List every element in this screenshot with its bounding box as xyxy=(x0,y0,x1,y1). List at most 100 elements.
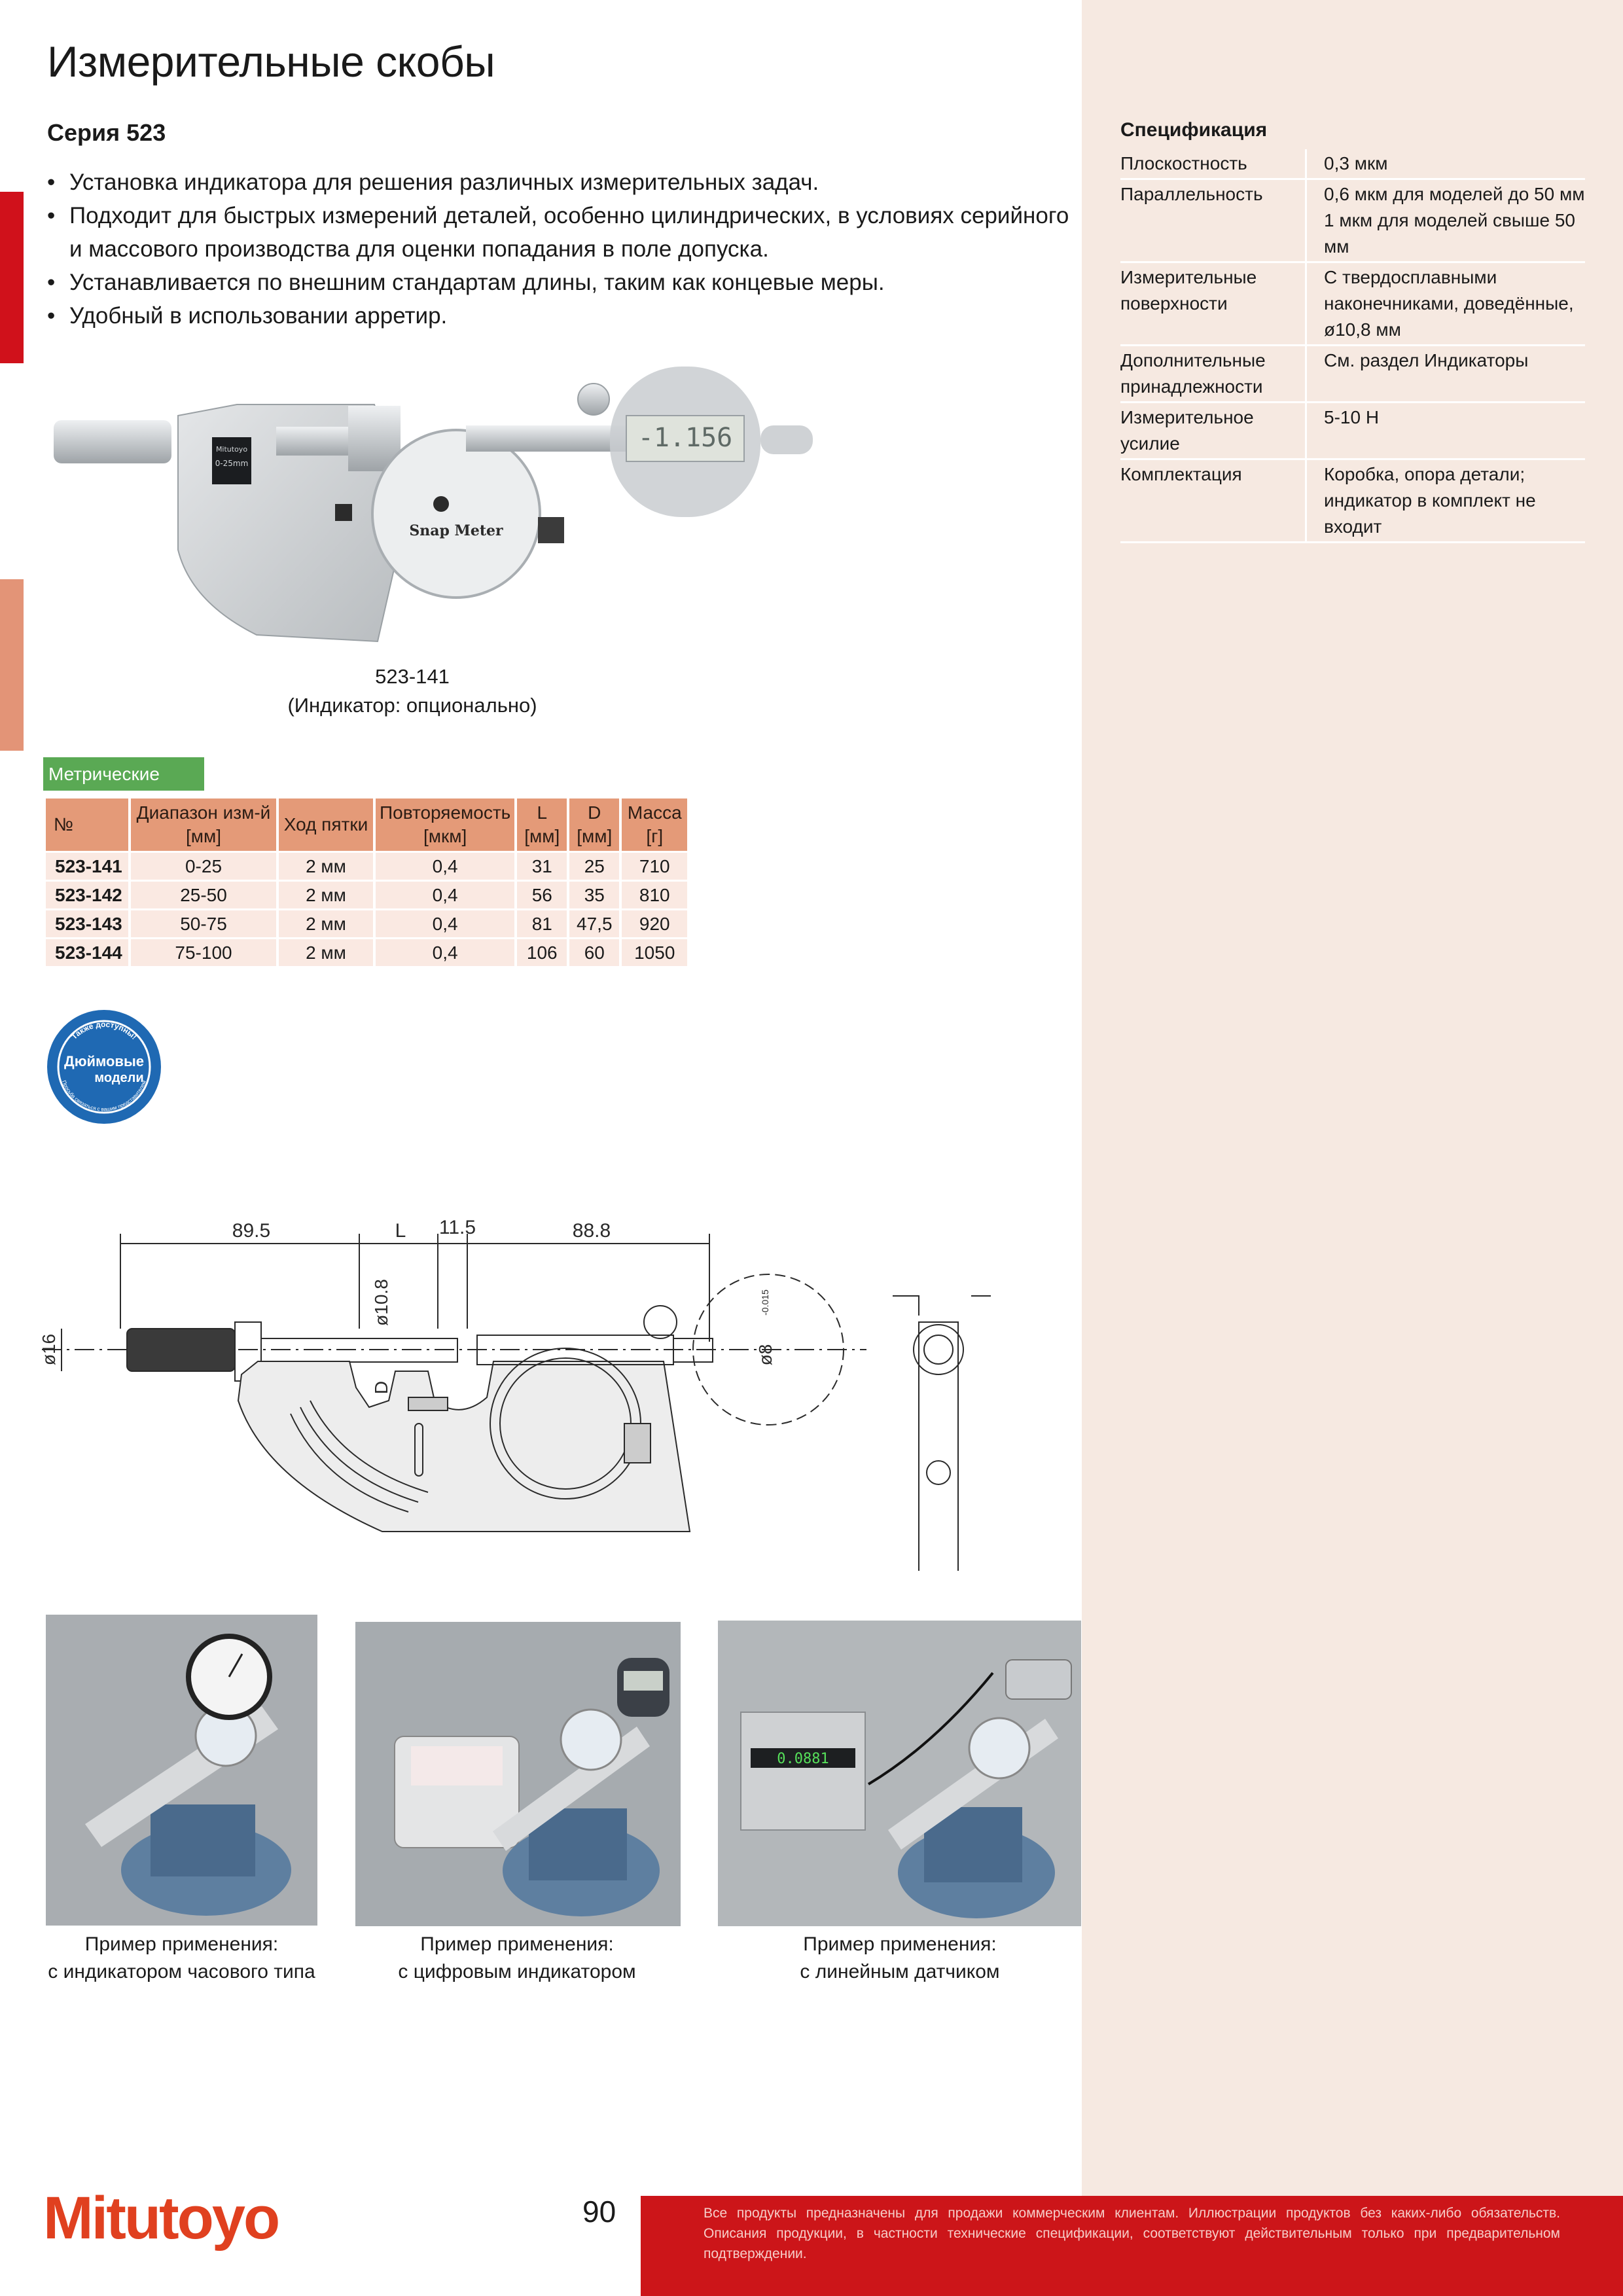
spec-value: 0,3 мкм xyxy=(1324,153,1388,173)
header-repeatability: Повторяемость[мкм] xyxy=(376,798,515,851)
spec-value: Коробка, опора детали; индикатор в компл… xyxy=(1324,464,1536,537)
caption-line: с линейным датчиком xyxy=(800,1961,1000,1982)
metric-tag: Метрические xyxy=(43,757,204,791)
brand-mark-small: Mitutoyo xyxy=(216,445,247,454)
counter-readout: 0.0881 xyxy=(777,1751,829,1767)
table-row: 523-141 0-25 2 мм 0,4 31 25 710 xyxy=(46,853,688,880)
cell-d: 60 xyxy=(569,939,620,966)
dimension-label: ø8 xyxy=(755,1344,776,1366)
dimension-label: L xyxy=(395,1220,406,1242)
badge-line-1: Дюймовые xyxy=(64,1053,144,1069)
spec-key: Дополнительные принадлежности xyxy=(1120,346,1307,401)
cell-l: 81 xyxy=(517,910,567,937)
spec-row-package: Комплектация Коробка, опора детали; инди… xyxy=(1120,460,1585,543)
inch-models-badge: Также доступны! Дюймовые модели Просьба … xyxy=(47,1010,161,1124)
cell-model: 523-142 xyxy=(46,882,128,908)
header-d: D[мм] xyxy=(569,798,620,851)
badge-ring xyxy=(57,1020,151,1114)
indicator-screen-shape xyxy=(626,415,745,462)
header-l: L[мм] xyxy=(517,798,567,851)
header-range: Диапазон изм-й[мм] xyxy=(131,798,276,851)
table-row: 523-142 25-50 2 мм 0,4 56 35 810 xyxy=(46,882,688,908)
caption-line: Пример применения: xyxy=(84,1933,279,1955)
cell-range: 0-25 xyxy=(131,853,276,880)
cell-mass: 810 xyxy=(622,882,688,908)
application-caption-digital: Пример применения: с цифровым индикаторо… xyxy=(366,1931,668,1986)
cable-shape xyxy=(760,425,813,454)
range-display-shape xyxy=(212,437,251,484)
indicator-readout: -1.156 xyxy=(638,423,733,453)
header-mass: Масса[г] xyxy=(622,798,688,851)
spec-value: См. раздел Индикаторы xyxy=(1324,350,1529,370)
feature-item: Подходит для быстрых измерений деталей, … xyxy=(47,199,1081,266)
spec-key: Измерительное усилие xyxy=(1120,403,1307,458)
cell-mass: 920 xyxy=(622,910,688,937)
spec-value: 0,6 мкм для моделей до 50 мм 1 мкм для м… xyxy=(1324,184,1585,257)
spec-key: Комплектация xyxy=(1120,460,1307,541)
spec-row-parallelism: Параллельность 0,6 мкм для моделей до 50… xyxy=(1120,180,1585,263)
table-row: 523-144 75-100 2 мм 0,4 106 60 1050 xyxy=(46,939,688,966)
mitutoyo-logo: Mitutoyo xyxy=(43,2185,280,2251)
clamp-knob-icon xyxy=(335,504,352,521)
product-photo: Mitutoyo 0-25mm Snap Meter -1.156 xyxy=(54,367,813,643)
spec-value: 5-10 Н xyxy=(1324,407,1380,427)
application-caption-linear: Пример применения: с линейным датчиком xyxy=(753,1931,1047,1986)
application-photo-dial xyxy=(46,1615,317,1926)
caption-line: с индикатором часового типа xyxy=(48,1961,315,1982)
application-photo-linear: 0.0881 xyxy=(718,1621,1081,1926)
cell-range: 25-50 xyxy=(131,882,276,908)
cell-l: 56 xyxy=(517,882,567,908)
cell-mass: 710 xyxy=(622,853,688,880)
spec-key: Параллельность xyxy=(1120,180,1307,261)
feature-item: Установка индикатора для решения различн… xyxy=(47,166,1081,199)
cell-stroke: 2 мм xyxy=(279,882,373,908)
adjust-screw-icon xyxy=(538,517,564,543)
dial-shape xyxy=(371,429,541,599)
lift-lever-icon xyxy=(577,383,610,416)
specification-block: Спецификация Плоскостность 0,3 мкм Парал… xyxy=(1120,119,1585,543)
spec-panel-background xyxy=(1082,0,1623,2296)
badge-circle xyxy=(47,1010,161,1124)
dimension-label: D xyxy=(371,1381,391,1394)
cell-d: 25 xyxy=(569,853,620,880)
cell-range: 75-100 xyxy=(131,939,276,966)
thimble-shape xyxy=(54,420,171,463)
product-caption: 523-141 (Индикатор: опционально) xyxy=(249,662,576,720)
cell-model: 523-144 xyxy=(46,939,128,966)
cell-l: 106 xyxy=(517,939,567,966)
application-caption-dial: Пример применения: с индикатором часовог… xyxy=(39,1931,324,1986)
spec-row-force: Измерительное усилие 5-10 Н xyxy=(1120,403,1585,460)
edge-tab-red xyxy=(0,192,24,363)
cell-repeatability: 0,4 xyxy=(376,853,515,880)
cell-mass: 1050 xyxy=(622,939,688,966)
cell-range: 50-75 xyxy=(131,910,276,937)
spec-key: Плоскостность xyxy=(1120,149,1307,178)
table-row: 523-143 50-75 2 мм 0,4 81 47,5 920 xyxy=(46,910,688,937)
cell-stroke: 2 мм xyxy=(279,853,373,880)
tolerance-label: -0.015 xyxy=(760,1289,770,1316)
drawing-lines xyxy=(42,1234,991,1571)
page-number: 90 xyxy=(582,2195,616,2229)
cell-repeatability: 0,4 xyxy=(376,939,515,966)
caption-note: (Индикатор: опционально) xyxy=(287,694,537,717)
caption-line: Пример применения: xyxy=(420,1933,614,1955)
header-number: № xyxy=(46,798,128,851)
dimension-label: 89.5 xyxy=(232,1220,270,1242)
application-photo-digital xyxy=(355,1622,681,1926)
dimension-label: ø10.8 xyxy=(371,1279,391,1326)
footer-disclaimer: Все продукты предназначены для продажи к… xyxy=(641,2196,1623,2296)
spec-value: С твердосплавными наконечниками, доведён… xyxy=(1324,267,1574,340)
cell-repeatability: 0,4 xyxy=(376,910,515,937)
spec-row-accessories: Дополнительные принадлежности См. раздел… xyxy=(1120,346,1585,403)
feature-item: Устанавливается по внешним стандартам дл… xyxy=(47,266,1081,299)
table-header-row: № Диапазон изм-й[мм] Ход пятки Повторяем… xyxy=(46,798,688,851)
cell-repeatability: 0,4 xyxy=(376,882,515,908)
dial-label: Snap Meter xyxy=(409,522,503,539)
spec-row-flatness: Плоскостность 0,3 мкм xyxy=(1120,149,1585,180)
spec-title: Спецификация xyxy=(1120,119,1268,141)
dimension-label: 88.8 xyxy=(573,1220,611,1242)
feature-item: Удобный в использовании арретир. xyxy=(47,299,1081,332)
technical-drawing: 89.5 L 11.5 88.8 ø16 ø10.8 D ø8 -0.015 xyxy=(42,1217,991,1571)
dial-logo-icon xyxy=(433,496,449,512)
header-stroke: Ход пятки xyxy=(279,798,373,851)
